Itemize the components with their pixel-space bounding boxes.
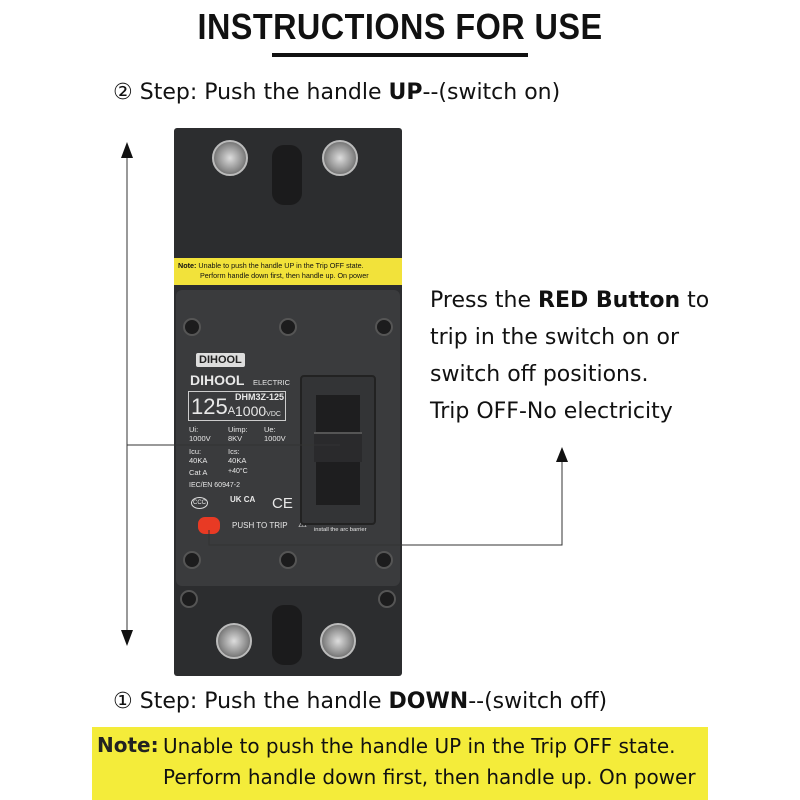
screw-icon [180,590,198,608]
note-label: Note: [97,733,159,757]
press-line2: trip in the switch on or [430,325,680,350]
arrow-down-icon [121,630,133,646]
ce-mark-icon: CE [272,495,293,512]
ukca-mark-icon: UK CA [230,495,256,504]
temp: +40°C [228,468,248,475]
step-1-text: ① Step: Push the handle DOWN--(switch of… [113,689,607,714]
spec-value: 40KA [189,456,208,465]
warning-line2: install the arc barrier [314,527,367,533]
step-suffix: --(switch on) [422,80,561,105]
spec-uimp: Uimp:8KV [228,425,248,443]
rating-box [188,391,286,421]
arrow-up-icon [556,447,568,462]
step-bold: UP [388,80,423,105]
screw-icon [279,318,297,336]
step-text: Step: Push the handle [139,689,389,714]
model: DHM3Z-125 [235,392,285,402]
press-pre: Press the [430,288,538,313]
step-bold: DOWN [388,689,469,714]
rating-value: 125 [191,394,228,419]
spec-key: Ics: [228,447,240,456]
cat: Cat A [189,468,208,477]
note-box: Note: Unable to push the handle UP in th… [92,727,708,800]
spec-icu: Icu:40KA [189,447,207,465]
terminal-screw-icon [322,140,358,176]
sticker-line1: Unable to push the handle UP in the Trip… [198,261,364,270]
breaker-handle[interactable] [314,432,362,462]
spec-key: Ui: [189,425,199,434]
arrow-up-icon [121,142,133,158]
title-underline [272,53,528,57]
press-bold: RED Button [538,288,681,313]
spec-value: 8KV [228,434,243,443]
step-number: ② [113,80,133,105]
press-line4: Trip OFF-No electricity [430,399,673,424]
press-line3: switch off positions. [430,362,649,387]
step-number: ① [113,689,133,714]
bottom-slot [272,605,302,665]
top-slot [272,145,302,205]
step-suffix: --(switch off) [468,689,608,714]
page-title: INSTRUCTIONS FOR USE [197,6,603,47]
brand-sub: ELECTRIC [253,378,291,387]
screw-icon [375,551,393,569]
sticker-line2: Perform handle down first, then handle u… [200,271,369,280]
rating-unit: A [227,405,236,417]
step-text: Step: Push the handle [139,80,389,105]
step-2-text: ② Step: Push the handle UP--(switch on) [113,80,560,105]
note-line1: Unable to push the handle UP in the Trip… [163,734,676,758]
red-trip-button[interactable] [198,517,220,534]
spec-key: Icu: [189,447,202,456]
brand-badge: DIHOOL [196,353,245,367]
spec-ui: Ui:1000V [189,425,211,443]
ccc-mark-icon: CCC [191,497,208,509]
push-to-trip-label: PUSH TO TRIP [232,521,288,530]
note-line2: Perform handle down first, then handle u… [163,765,696,789]
screw-icon [378,590,396,608]
button-pointer-line [208,462,563,546]
voltage-value: 1000 [235,403,267,419]
voltage-unit: VDC [266,411,281,418]
spec-ics: Ics:40KA [228,447,246,465]
spec-key: Ue: [264,425,276,434]
screw-icon [375,318,393,336]
terminal-screw-icon [320,623,356,659]
terminal-screw-icon [212,140,248,176]
screw-icon [279,551,297,569]
spec-key: Uimp: [228,425,248,434]
spec-value: 1000V [189,434,211,443]
brand-logo: DIHOOL [190,372,245,388]
standard: IEC/EN 60947-2 [189,482,240,489]
screw-icon [183,318,201,336]
terminal-screw-icon [216,623,252,659]
rating: 125A [191,394,235,420]
spec-value: 40KA [228,456,247,465]
press-post: to [680,288,710,313]
screw-icon [183,551,201,569]
voltage: 1000VDC [235,403,281,419]
spec-ue: Ue:1000V [264,425,286,443]
breaker-note-sticker: Note: Unable to push the handle UP in th… [174,258,402,285]
sticker-note-label: Note: [178,261,197,270]
spec-value: 1000V [264,434,286,443]
press-line1: Press the RED Button to [430,282,709,319]
red-button-instructions: Press the RED Button to trip in the swit… [430,282,709,430]
